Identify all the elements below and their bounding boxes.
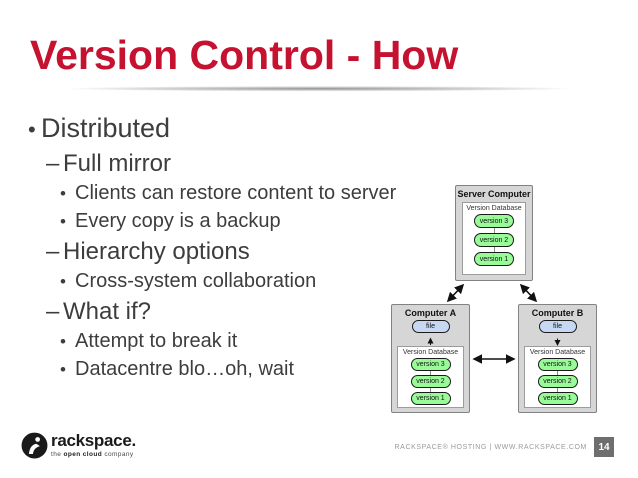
- bullet-marker: •: [60, 360, 66, 379]
- version-pill: version 2: [537, 375, 578, 388]
- bullet-marker: •: [60, 184, 66, 203]
- computer-a-version-database-box: Version Database version 3 version 2 ver…: [397, 346, 464, 408]
- bullet-text: What if?: [63, 298, 152, 325]
- brand-name: rackspace.: [51, 432, 136, 450]
- bullet-item: – What if?: [28, 298, 428, 325]
- version-connector: [557, 371, 558, 375]
- brand-tagline: the open cloud company: [51, 451, 136, 458]
- version-connector: [557, 388, 558, 392]
- rackspace-logo-text: rackspace. the open cloud company: [51, 432, 136, 459]
- server-to-computer-a-arrow: [446, 283, 465, 303]
- version-database-label: Version Database: [466, 205, 522, 212]
- version-pill: version 2: [474, 233, 514, 247]
- bullet-item: • Every copy is a backup: [28, 210, 428, 233]
- page-number-badge: 14: [594, 437, 614, 457]
- computer-a-title: Computer A: [404, 308, 457, 318]
- bullet-marker: •: [28, 117, 36, 142]
- brand-word: rackspace: [51, 431, 132, 450]
- bullet-marker: –: [46, 298, 60, 325]
- computer-b-title: Computer B: [531, 308, 584, 318]
- bullet-text: Every copy is a backup: [75, 210, 281, 232]
- bullet-text: Datacentre blo…oh, wait: [75, 358, 295, 380]
- version-pill: version 3: [410, 358, 451, 371]
- tagline-post: company: [102, 451, 134, 458]
- brand-dot: .: [131, 431, 136, 450]
- version-connector: [493, 228, 495, 233]
- version-pill: version 1: [410, 392, 451, 405]
- version-pill: version 1: [474, 252, 514, 266]
- version-pill: version 1: [537, 392, 578, 405]
- page-title: Version Control - How: [30, 32, 459, 78]
- bullet-item: • Distributed: [28, 113, 428, 145]
- footer-url-text: RACKSPACE® HOSTING | WWW.RACKSPACE.COM: [394, 443, 587, 451]
- version-connector: [430, 371, 431, 375]
- bullet-item: • Cross-system collaboration: [28, 270, 428, 293]
- file-pill: file: [538, 320, 577, 333]
- bullet-item: – Full mirror: [28, 150, 428, 177]
- file-pill: file: [411, 320, 450, 333]
- bullet-item: • Clients can restore content to server: [28, 182, 428, 205]
- version-database-label: Version Database: [529, 349, 586, 356]
- rackspace-logo-icon: [21, 432, 48, 459]
- bullet-item: – Hierarchy options: [28, 238, 428, 265]
- computer-b-box: Computer B file Version Database version…: [518, 304, 597, 413]
- version-pill: version 3: [537, 358, 578, 371]
- bullet-marker: –: [46, 238, 60, 265]
- computer-b-version-database-box: Version Database version 3 version 2 ver…: [524, 346, 591, 408]
- bullet-list: • Distributed – Full mirror • Clients ca…: [28, 113, 428, 386]
- server-computer-title: Server Computer: [457, 189, 531, 199]
- tagline-pre: the: [51, 451, 64, 458]
- bullet-item: • Attempt to break it: [28, 330, 428, 353]
- version-connector: [493, 247, 495, 252]
- version-database-label: Version Database: [402, 349, 459, 356]
- version-pill: version 3: [474, 214, 514, 228]
- bullet-text: Attempt to break it: [75, 330, 238, 352]
- computer-a-box: Computer A file Version Database version…: [391, 304, 470, 413]
- version-connector: [430, 388, 431, 392]
- rackspace-logo: rackspace. the open cloud company: [21, 432, 136, 459]
- server-to-computer-b-arrow: [519, 283, 538, 303]
- title-divider-shadow: [0, 86, 638, 92]
- footer-right: RACKSPACE® HOSTING | WWW.RACKSPACE.COM 1…: [395, 437, 614, 457]
- bullet-marker: –: [46, 150, 60, 177]
- bullet-marker: •: [60, 332, 66, 351]
- server-computer-box: Server Computer Version Database version…: [455, 185, 533, 281]
- bullet-text: Distributed: [41, 113, 171, 143]
- version-pill: version 2: [410, 375, 451, 388]
- bullet-item: • Datacentre blo…oh, wait: [28, 358, 428, 381]
- bullet-marker: •: [60, 272, 66, 291]
- bullet-text: Cross-system collaboration: [75, 270, 317, 292]
- tagline-bold: open cloud: [63, 451, 103, 458]
- bullet-text: Clients can restore content to server: [75, 182, 397, 204]
- bullet-text: Full mirror: [63, 150, 171, 177]
- server-version-database-box: Version Database version 3 version 2 ver…: [462, 202, 526, 275]
- bullet-text: Hierarchy options: [63, 238, 250, 265]
- bullet-marker: •: [60, 212, 66, 231]
